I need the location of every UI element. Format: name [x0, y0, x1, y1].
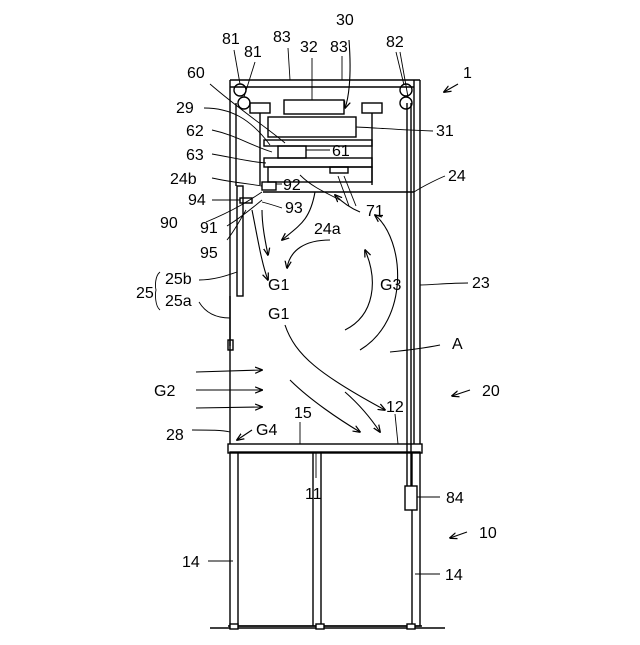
label-60: 60	[187, 65, 205, 82]
label-25: 25	[136, 285, 154, 302]
bracket-left	[250, 103, 270, 113]
label-A: A	[452, 336, 463, 353]
label-23: 23	[472, 275, 490, 292]
label-24b: 24b	[170, 171, 197, 188]
label-81-inner: 81	[244, 44, 262, 61]
leader-93	[262, 202, 282, 208]
bracket-right	[362, 103, 382, 113]
reference-labels: 1 10 11 12 14 14 15 20 23 24 24a 24b 25 …	[136, 12, 500, 584]
label-83-right: 83	[330, 39, 348, 56]
leader-24b	[212, 178, 262, 186]
label-25a: 25a	[165, 293, 192, 310]
counterweight-84	[405, 486, 417, 510]
flow-arrow-g2	[196, 407, 262, 408]
unit-31	[268, 117, 356, 137]
label-15: 15	[294, 405, 312, 422]
label-14-left: 14	[182, 554, 200, 571]
leader-23	[420, 283, 468, 285]
ref-arrow-20	[452, 390, 470, 396]
pulley-81-b	[238, 97, 250, 109]
label-24a: 24a	[314, 221, 341, 238]
label-95: 95	[200, 245, 218, 262]
leader-92-arc	[300, 175, 340, 200]
label-32: 32	[300, 39, 318, 56]
leader-A	[390, 345, 440, 352]
label-28: 28	[166, 427, 184, 444]
pulley-82-b	[400, 97, 412, 109]
leader-63	[212, 154, 266, 163]
label-93: 93	[285, 200, 303, 217]
fan-71	[330, 167, 348, 173]
foot-right	[407, 624, 415, 629]
leader-12	[395, 414, 398, 444]
label-62: 62	[186, 123, 204, 140]
flow-arrow	[262, 210, 268, 255]
label-25b: 25b	[165, 271, 192, 288]
label-92: 92	[283, 177, 301, 194]
block-61	[278, 146, 306, 158]
flow-arrow	[287, 240, 330, 268]
flow-arrow	[285, 325, 385, 410]
leader-31	[356, 127, 433, 131]
foot-left	[230, 624, 238, 629]
leader-71a	[338, 176, 349, 206]
leader-81a	[234, 50, 240, 84]
leader-71b	[344, 176, 356, 206]
label-20: 20	[482, 383, 500, 400]
ref-arrow-1	[444, 84, 458, 92]
label-84: 84	[446, 490, 464, 507]
flow-arrow	[335, 195, 360, 212]
label-24: 24	[448, 168, 466, 185]
ref-arrow-10	[450, 532, 467, 538]
leader-60	[210, 84, 285, 143]
label-94: 94	[188, 192, 206, 209]
nozzle-91	[262, 182, 276, 190]
unit-32	[284, 100, 344, 114]
label-30: 30	[336, 12, 354, 29]
label-14-right: 14	[445, 567, 463, 584]
label-1: 1	[463, 65, 472, 82]
leader-83a	[288, 48, 290, 80]
label-71: 71	[366, 203, 384, 220]
flow-arrow-g4	[237, 430, 252, 440]
brace-25	[155, 272, 160, 310]
leader-28	[192, 430, 230, 432]
label-61: 61	[332, 143, 350, 160]
leg-frame	[230, 452, 420, 626]
label-29: 29	[176, 100, 194, 117]
label-10: 10	[479, 525, 497, 542]
flow-arrow	[345, 250, 372, 330]
leader-62	[212, 130, 272, 152]
label-82: 82	[386, 34, 404, 51]
label-83-left: 83	[273, 29, 291, 46]
pulley-81-a	[234, 84, 246, 96]
label-G1-lower: G1	[268, 306, 289, 323]
plate-63	[264, 158, 372, 167]
label-G2: G2	[154, 383, 175, 400]
structure	[210, 80, 445, 629]
label-G1-upper: G1	[268, 277, 289, 294]
leader-25b	[199, 272, 237, 280]
label-63: 63	[186, 147, 204, 164]
label-11: 11	[305, 486, 322, 503]
flow-arrow-g2	[196, 370, 262, 372]
label-31: 31	[436, 123, 454, 140]
label-90: 90	[160, 215, 178, 232]
label-G4: G4	[256, 422, 277, 439]
leader-24	[414, 176, 445, 192]
plate-60	[264, 140, 372, 146]
foot-center	[316, 624, 324, 629]
label-G3: G3	[380, 277, 401, 294]
leader-25a	[199, 302, 230, 318]
label-81-outer: 81	[222, 31, 240, 48]
label-91: 91	[200, 220, 218, 237]
label-12: 12	[386, 399, 404, 416]
